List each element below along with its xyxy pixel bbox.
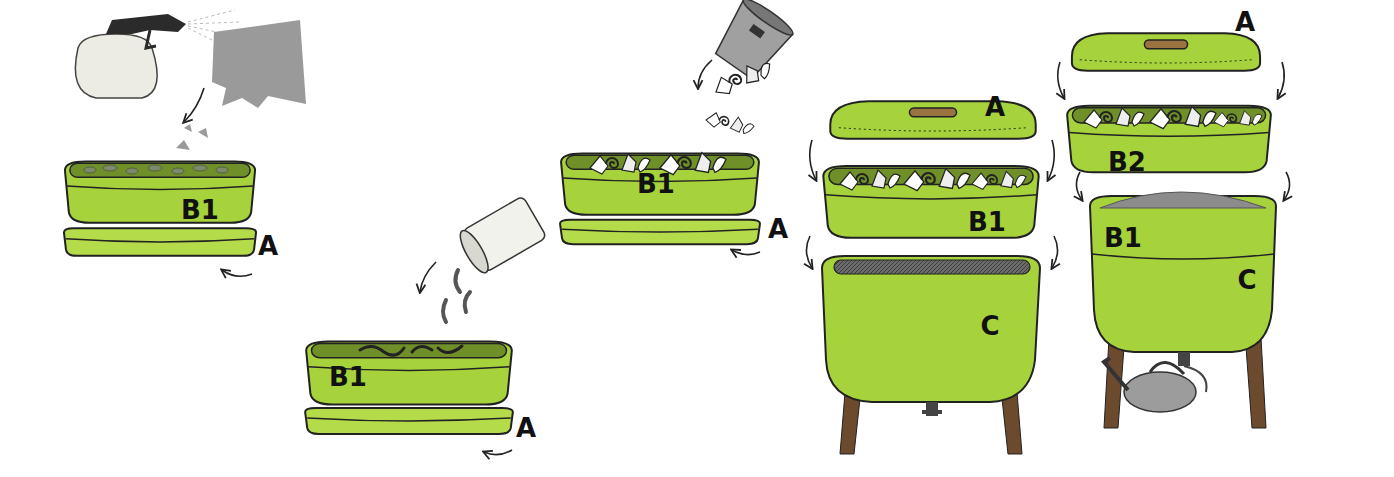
part-label: B1 <box>329 364 367 390</box>
part-label: A <box>985 94 1005 120</box>
part-label: A <box>516 415 536 441</box>
part-label: C <box>1237 267 1256 293</box>
part-label: B1 <box>181 197 219 223</box>
part-label: B1 <box>1104 225 1142 251</box>
part-label: B1 <box>968 209 1006 235</box>
part-label: A <box>768 216 788 242</box>
part-label: B1 <box>637 171 675 197</box>
part-label: A <box>1235 9 1255 35</box>
part-label: C <box>980 313 999 339</box>
part-label: B2 <box>1108 149 1146 175</box>
part-label: A <box>258 233 278 259</box>
